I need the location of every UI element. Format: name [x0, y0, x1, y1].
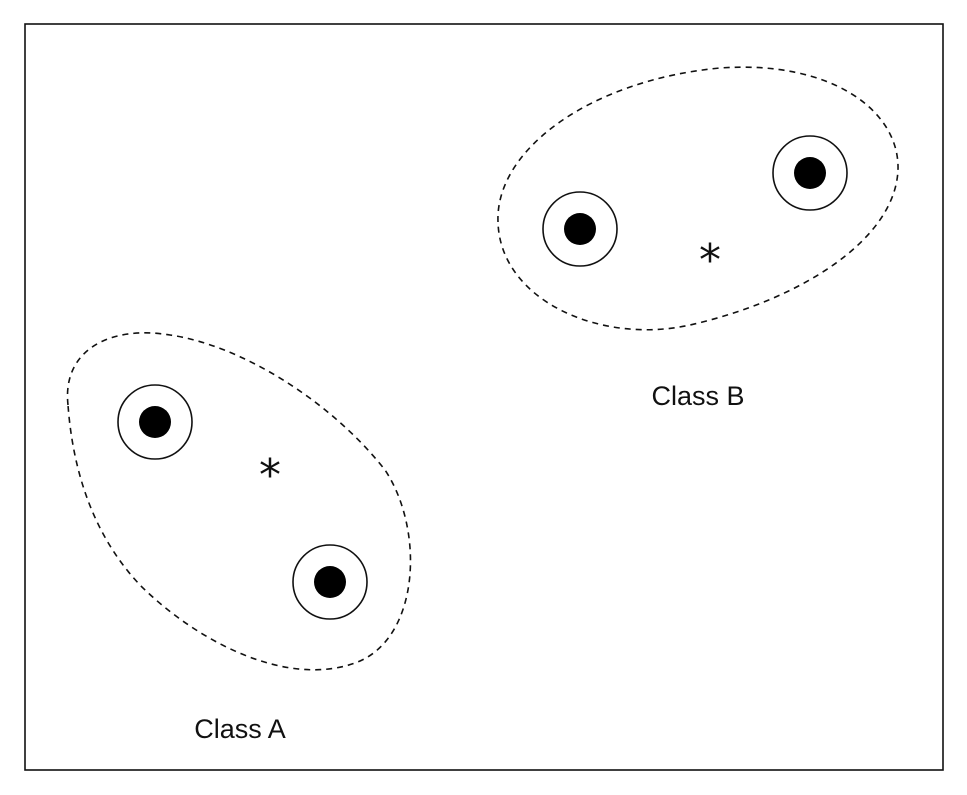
data-point: [117, 384, 193, 460]
data-point-dot: [139, 406, 171, 438]
asterisk-icon: *: [699, 235, 721, 286]
ring-dot-icon: [292, 544, 368, 620]
data-point: [772, 135, 848, 211]
diagram-frame: [24, 23, 944, 771]
cluster-class-b: * Class B: [497, 66, 899, 411]
ring-dot-icon: [117, 384, 193, 460]
asterisk-icon: *: [259, 450, 281, 501]
class-label-a: Class A: [194, 714, 286, 744]
data-point: [542, 191, 618, 267]
data-point-dot: [564, 213, 596, 245]
cluster-boundary-class-a: [66, 332, 412, 671]
ring-dot-icon: [772, 135, 848, 211]
data-point: [292, 544, 368, 620]
data-point-dot: [314, 566, 346, 598]
class-label-b: Class B: [651, 381, 744, 411]
ring-dot-icon: [542, 191, 618, 267]
cluster-class-a: * Class A: [66, 332, 412, 744]
data-point-dot: [794, 157, 826, 189]
